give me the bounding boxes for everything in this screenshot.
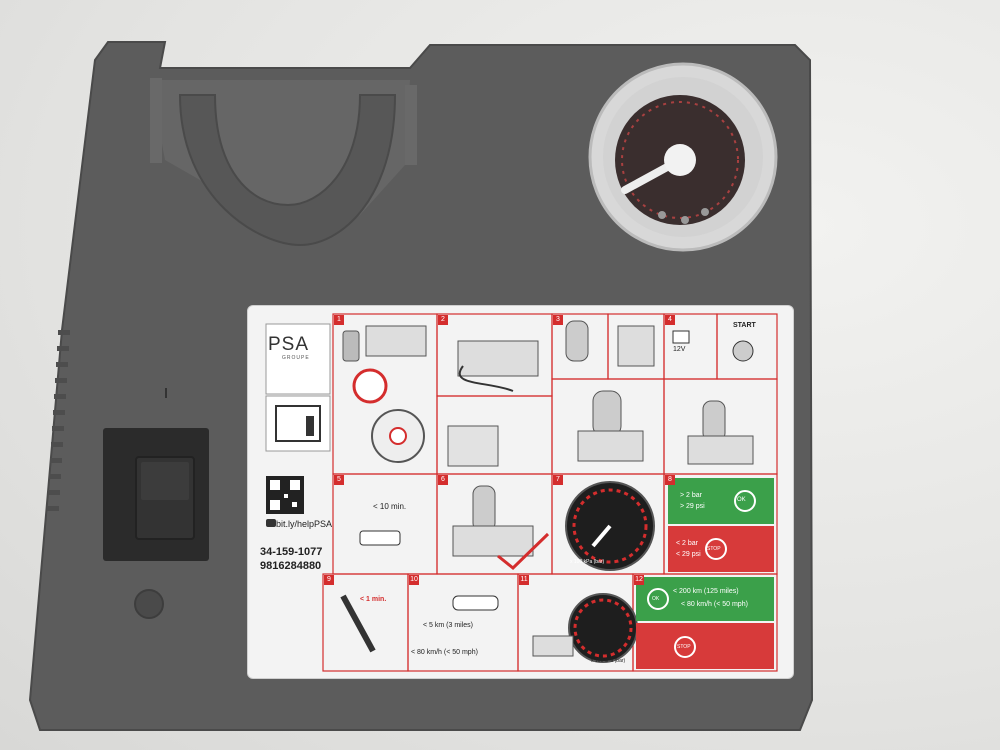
step-10-distance: < 5 km (3 miles) [423, 622, 473, 629]
step-number: 1 [334, 315, 344, 325]
step-12-speed: < 80 km/h (< 50 mph) [681, 601, 748, 608]
instruction-label-graphics [265, 313, 778, 672]
help-url: bit.ly/helpPSA [276, 519, 333, 529]
step-number: 4 [665, 315, 675, 325]
stop-badge: STOP [707, 546, 721, 552]
status-led [134, 589, 164, 619]
step-10-speed: < 80 km/h (< 50 mph) [411, 649, 478, 656]
stop-pressure-line2: < 29 psi [676, 551, 701, 558]
step-number: 12 [634, 575, 644, 585]
brand-subtitle: GROUPE [282, 355, 310, 361]
part-number-2: 9816284880 [260, 560, 322, 572]
start-label: START [733, 322, 756, 329]
step-number: 6 [438, 475, 448, 485]
rocker-top-face [141, 462, 189, 500]
voltage-label: 12V [673, 346, 686, 353]
rocker-button[interactable] [135, 456, 195, 540]
part-number-1: 34-159-1077 [260, 546, 323, 558]
ok-badge: OK [737, 497, 746, 503]
stop-badge-2: STOP [677, 644, 691, 650]
instruction-label: PSA GROUPE bit.ly/helpPSA 34-159-1077 98… [247, 305, 794, 679]
step-number: 8 [665, 475, 675, 485]
gauge-unit-2: x 100 kPa (bar) [591, 658, 626, 664]
gauge-unit: x 100 kPa (bar) [570, 559, 605, 565]
ok-badge-2: OK [652, 596, 660, 602]
step-number: 11 [519, 575, 529, 585]
step-number: 10 [409, 575, 419, 585]
step-number: 3 [553, 315, 563, 325]
ok-pressure-line1: > 2 bar [680, 492, 702, 499]
step-number: 5 [334, 475, 344, 485]
brand-logo: PSA [268, 334, 310, 355]
step-number: 2 [438, 315, 448, 325]
step-5-time: < 10 min. [373, 502, 407, 511]
step-number: 9 [324, 575, 334, 585]
ok-pressure-line2: > 29 psi [680, 503, 705, 510]
stop-pressure-line1: < 2 bar [676, 540, 698, 547]
power-rocker-switch[interactable] [103, 428, 209, 561]
step-12-distance: < 200 km (125 miles) [673, 588, 739, 595]
step-number: 7 [553, 475, 563, 485]
step-9-time: < 1 min. [360, 596, 387, 603]
power-indicator-mark [165, 388, 167, 398]
